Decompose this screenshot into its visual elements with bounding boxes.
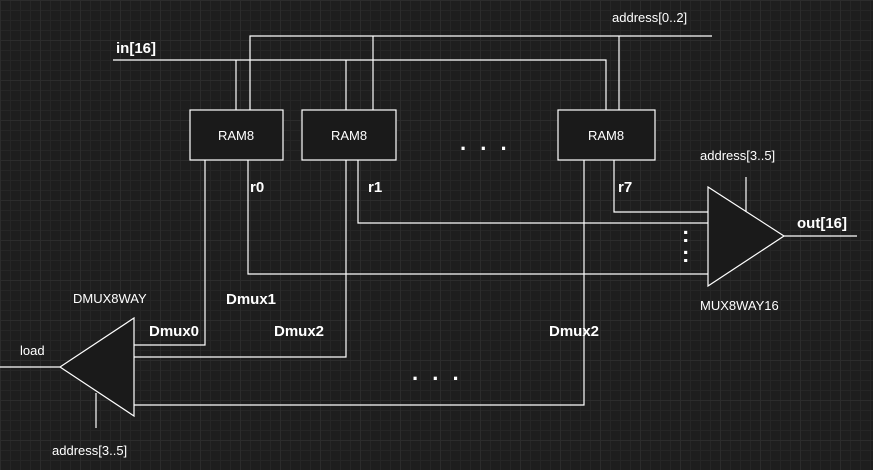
ram8-block-1: RAM8 [301, 109, 397, 161]
r0-wire [247, 160, 708, 275]
ram-ellipsis: . . . [460, 130, 511, 155]
dmux0-wire [134, 160, 206, 346]
mux-input-ellipsis: : [682, 242, 689, 267]
ram8-block-7: RAM8 [557, 109, 656, 161]
dmux7-wire [134, 160, 585, 406]
out-bus-label: out[16] [797, 215, 847, 232]
dmux0-label: Dmux0 [149, 323, 199, 340]
dmux2-label: Dmux2 [549, 323, 599, 340]
in-bus [113, 59, 607, 110]
r1-label: r1 [368, 179, 382, 196]
r7-wire [613, 160, 708, 213]
in-bus-label: in[16] [116, 40, 156, 57]
dmux-ellipsis: . . . [412, 360, 463, 385]
dmux-name-label: DMUX8WAY [73, 291, 147, 306]
ram-output-wires [247, 160, 708, 275]
ram8-label: RAM8 [218, 128, 254, 143]
mux8way16 [707, 177, 857, 288]
ram8-label: RAM8 [331, 128, 367, 143]
r0-label: r0 [250, 179, 264, 196]
address-0-2-bus [249, 35, 712, 110]
r1-wire [357, 160, 708, 224]
dmux1-wire [134, 160, 347, 358]
ram8-block-0: RAM8 [189, 109, 284, 161]
address-0-2-label: address[0..2] [612, 10, 687, 25]
dmux-address-label: address[3..5] [52, 443, 127, 458]
dmux8way [0, 316, 135, 428]
ram8-label: RAM8 [588, 128, 624, 143]
mux-input-ellipsis: : [682, 222, 689, 247]
dmux1-label: Dmux1 [226, 291, 276, 308]
mux-address-label: address[3..5] [700, 148, 775, 163]
load-label: load [20, 343, 45, 358]
mux-name-label: MUX8WAY16 [700, 298, 779, 313]
r7-label: r7 [618, 179, 632, 196]
dmux2-label: Dmux2 [274, 323, 324, 340]
dmux-output-wires [134, 160, 585, 406]
